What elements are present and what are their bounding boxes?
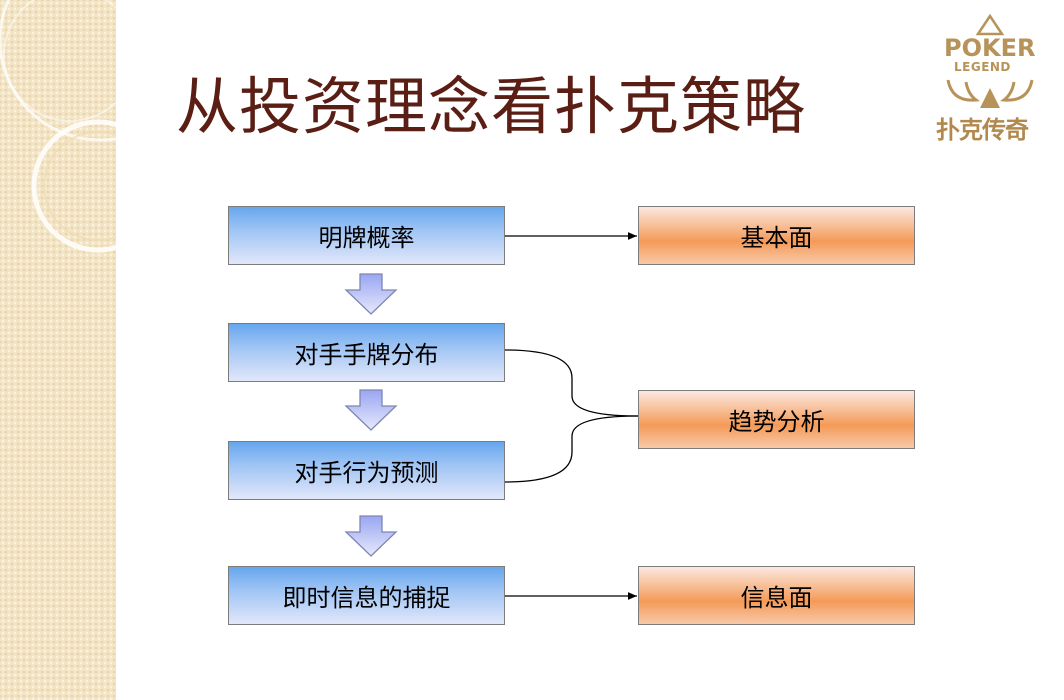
logo-text-chinese: 扑克传奇 <box>936 116 1029 144</box>
logo-text-legend: LEGEND <box>954 60 1011 74</box>
node-hand-distribution: 对手手牌分布 <box>228 323 505 382</box>
poker-legend-logo: POKER LEGEND 扑克传奇 <box>932 10 1048 144</box>
decorative-strip <box>0 0 116 700</box>
node-trend-analysis: 趋势分析 <box>638 390 915 449</box>
spade-crown-icon <box>946 13 1034 108</box>
node-fundamental: 基本面 <box>638 206 915 265</box>
down-arrow-icon <box>344 273 398 315</box>
node-info-face: 信息面 <box>638 566 915 625</box>
logo-text-poker: POKER <box>944 34 1036 62</box>
edge-behavior-trend <box>504 415 639 483</box>
node-info-capture: 即时信息的捕捉 <box>228 566 505 625</box>
edge-hand-distribution-trend <box>504 349 639 417</box>
down-arrow-icon <box>344 389 398 431</box>
page-title: 从投资理念看扑克策略 <box>176 70 807 143</box>
down-arrow-icon <box>344 515 398 557</box>
decorative-circles <box>0 0 116 253</box>
node-probability: 明牌概率 <box>228 206 505 265</box>
node-behavior-prediction: 对手行为预测 <box>228 441 505 500</box>
